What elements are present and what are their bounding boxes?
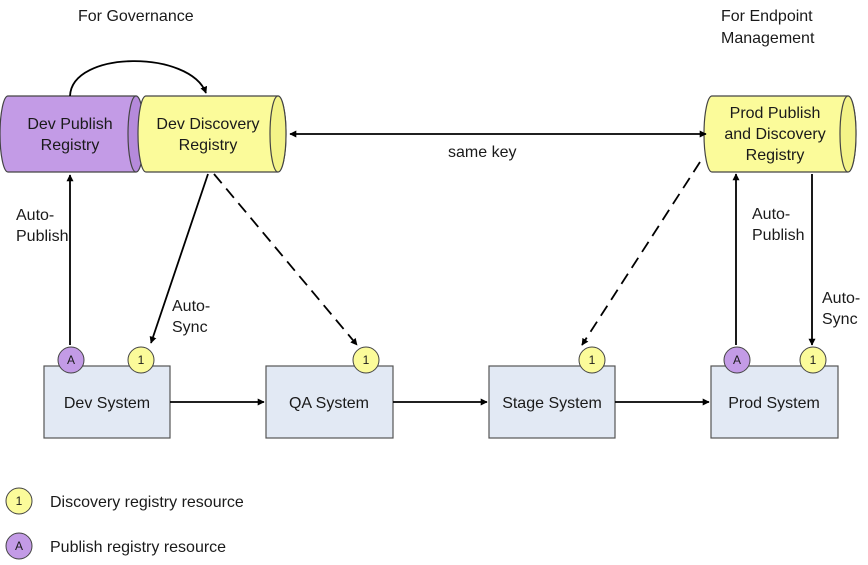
legend: 1 Discovery registry resource A Publish … xyxy=(5,487,244,560)
prod-registry: Prod Publish and Discovery Registry xyxy=(703,95,857,173)
prod-registry-label-line2: and Discovery xyxy=(724,126,825,143)
dev-publish-cylinder-body xyxy=(0,95,145,173)
stage-system-label: Stage System xyxy=(502,395,602,412)
discovery-badge-number: 1 xyxy=(363,353,370,367)
dev-publish-label-line1: Dev Publish xyxy=(27,116,112,133)
dev-discovery-cylinder-body xyxy=(137,95,287,173)
discovery-badge-circle xyxy=(352,346,380,374)
dev-auto-publish-label-line2: Publish xyxy=(16,228,68,245)
discovery-badge-number: 1 xyxy=(138,353,145,367)
legend-publish-badge xyxy=(5,532,33,560)
stage-discovery-badge: 1 xyxy=(578,346,606,374)
legend-discovery-text: Discovery registry resource xyxy=(50,494,244,511)
publish-badge-letter: A xyxy=(733,353,741,367)
legend-discovery-item: 1 Discovery registry resource xyxy=(5,487,244,515)
qa-discovery-badge: 1 xyxy=(352,346,380,374)
publish-badge-letter: A xyxy=(67,353,75,367)
prod-registry-label-line3: Registry xyxy=(746,147,805,164)
dev-auto-sync-arrow xyxy=(149,173,209,344)
legend-publish-text: Publish registry resource xyxy=(50,539,226,556)
discovery-badge-circle xyxy=(127,346,155,374)
dev-publish-badge: A xyxy=(57,346,85,374)
dev-auto-sync-label-line1: Auto- xyxy=(172,298,210,315)
prod-auto-sync-label-line1: Auto- xyxy=(822,290,860,307)
prod-auto-publish-label-line2: Publish xyxy=(752,227,804,244)
dev-auto-publish-label-line1: Auto- xyxy=(16,207,54,224)
dev-publish-label-line2: Registry xyxy=(41,137,100,154)
dev-system: Dev System xyxy=(43,365,171,439)
dev-discovery-registry: Dev Discovery Registry xyxy=(137,95,287,173)
publish-badge-circle xyxy=(723,346,751,374)
governance-heading: For Governance xyxy=(78,8,194,25)
prod-system: Prod System xyxy=(710,365,839,439)
legend-publish-item: A Publish registry resource xyxy=(5,532,226,560)
publish-to-discovery-arrow xyxy=(69,60,208,97)
endpoint-heading-line2: Management xyxy=(721,30,815,47)
endpoint-heading-line1: For Endpoint xyxy=(721,8,813,25)
dev-discovery-label-line2: Registry xyxy=(179,137,238,154)
prod-discovery-badge: 1 xyxy=(799,346,827,374)
discovery-badge-number: 1 xyxy=(589,353,596,367)
stage-system: Stage System xyxy=(488,365,616,439)
prod-registry-label-line1: Prod Publish xyxy=(730,105,821,122)
discovery-badge-number: 1 xyxy=(810,353,817,367)
prod-to-stage-dashed-arrow xyxy=(581,161,701,346)
dev-system-box xyxy=(43,365,171,439)
dev-publish-registry: Dev Publish Registry xyxy=(0,95,145,173)
dev-auto-sync-label-line2: Sync xyxy=(172,319,208,336)
qa-system: QA System xyxy=(265,365,394,439)
discovery-badge-circle xyxy=(799,346,827,374)
legend-discovery-badge-number: 1 xyxy=(16,494,23,508)
publish-badge-circle xyxy=(57,346,85,374)
qa-system-label: QA System xyxy=(289,395,369,412)
prod-publish-badge: A xyxy=(723,346,751,374)
dev-discovery-label-line1: Dev Discovery xyxy=(156,116,259,133)
discovery-to-qa-dashed-arrow xyxy=(213,173,358,346)
legend-discovery-badge xyxy=(5,487,33,515)
prod-system-box xyxy=(710,365,839,439)
prod-system-label: Prod System xyxy=(728,395,820,412)
same-key-label: same key xyxy=(448,144,516,161)
dev-discovery-cylinder-end xyxy=(269,95,287,173)
legend-publish-badge-letter: A xyxy=(15,539,23,553)
prod-auto-sync-label-line2: Sync xyxy=(822,311,858,328)
prod-registry-cylinder-end xyxy=(839,95,857,173)
prod-auto-publish-label-line1: Auto- xyxy=(752,206,790,223)
dev-system-label: Dev System xyxy=(64,395,150,412)
dev-discovery-badge: 1 xyxy=(127,346,155,374)
discovery-badge-circle xyxy=(578,346,606,374)
